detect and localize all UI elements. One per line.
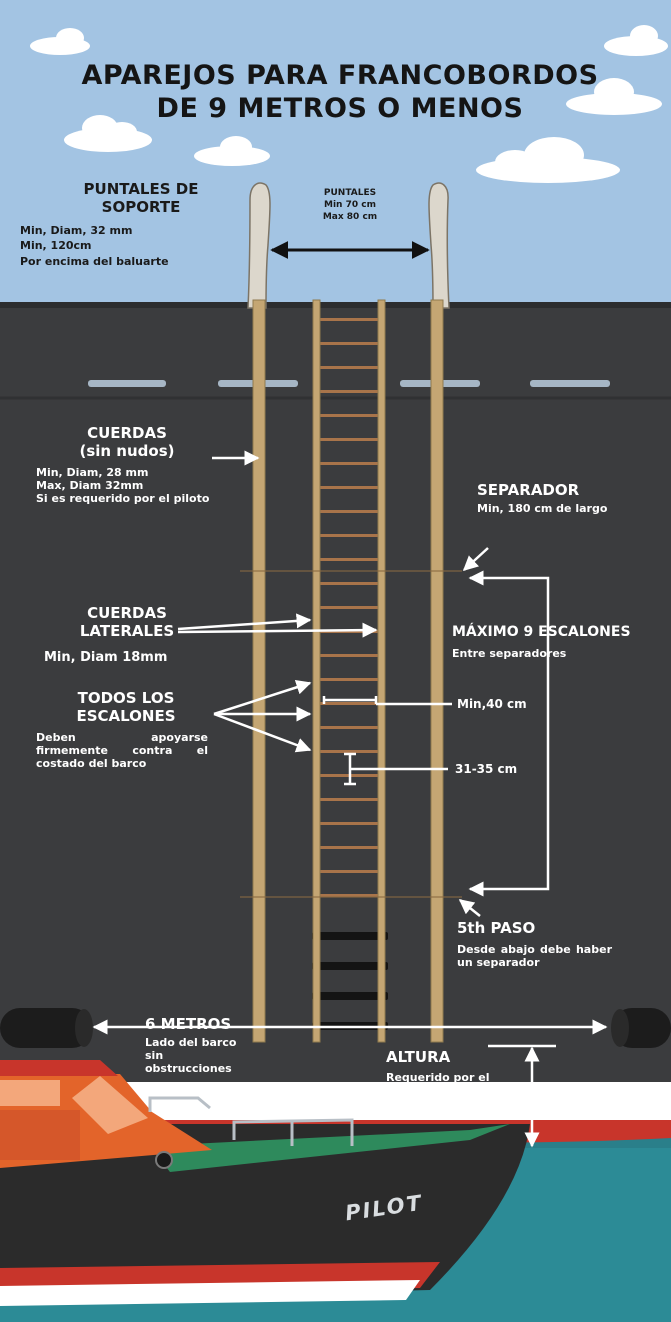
max-steps-heading: MÁXIMO 9 ESCALONES xyxy=(452,624,631,640)
ladder-rung xyxy=(315,846,383,849)
ladder-rung xyxy=(315,390,383,393)
ship-hull xyxy=(0,302,671,1082)
step-width-marker xyxy=(322,696,452,706)
cloud xyxy=(604,25,668,56)
rubber-rung xyxy=(312,962,388,970)
ladder-side-rope-left xyxy=(312,299,321,1043)
six-meters-line-2: sin xyxy=(145,1048,164,1062)
stanchion-spacing-heading: PUNTALES xyxy=(323,188,377,198)
ladder-rung xyxy=(315,438,383,441)
ladder-rung xyxy=(315,462,383,465)
support-stanchions-height: Min, 120cm xyxy=(20,239,92,253)
ladder-rung xyxy=(315,678,383,681)
cloud xyxy=(194,136,270,166)
ropes-min: Min, Diam, 28 mm xyxy=(36,466,149,479)
fender xyxy=(0,1008,93,1048)
cloud xyxy=(566,78,662,115)
max-steps-bracket xyxy=(468,570,550,897)
six-meters-text: Lado del barco sin obstrucciones xyxy=(145,1036,237,1076)
ladder-rung xyxy=(315,894,383,897)
ladder-rung xyxy=(315,582,383,585)
fifth-step-text: Desde abajo debe haber un separador xyxy=(457,943,612,969)
ropes-specs: Min, Diam, 28 mm Max, Diam 32mm Si es re… xyxy=(36,466,211,506)
fifth-step-arrow xyxy=(458,899,481,917)
six-meters-line-3: obstrucciones xyxy=(145,1061,232,1075)
cloud xyxy=(30,28,90,55)
support-stanchions-heading-2: SOPORTE xyxy=(101,197,181,216)
six-meters-line-1: Lado del barco xyxy=(145,1036,237,1049)
support-stanchion-right xyxy=(428,182,450,1043)
stanchion-spacing-label: PUNTALES Min 70 cm Max 80 cm xyxy=(290,188,410,224)
fender xyxy=(611,1008,671,1048)
ropes-heading-1: CUERDAS xyxy=(87,424,167,442)
rubber-rung xyxy=(312,932,388,940)
ladder-rung xyxy=(315,606,383,609)
side-rope-arrow xyxy=(177,622,378,638)
height-text: Requerido por el piloto xyxy=(386,1071,490,1098)
side-ropes-detail: Min, Diam 18mm xyxy=(44,650,168,665)
ladder-rung xyxy=(315,342,383,345)
all-steps-heading: TODOS LOS ESCALONES xyxy=(46,689,206,725)
step-width-label: Min,40 cm xyxy=(457,697,527,711)
ladder-rung xyxy=(315,654,383,657)
ladder-rung xyxy=(315,486,383,489)
support-stanchions-heading: PUNTALES DE SOPORTE xyxy=(56,180,226,216)
ladder-rung xyxy=(315,870,383,873)
ladder-rung xyxy=(315,414,383,417)
steps-arrow xyxy=(213,680,312,716)
ladder-rung xyxy=(315,822,383,825)
all-steps-heading-1: TODOS LOS xyxy=(77,689,175,707)
cloud xyxy=(476,137,620,183)
stanchion-spacing-min: Min 70 cm xyxy=(324,199,376,210)
support-stanchion-left xyxy=(247,182,271,1043)
support-stanchions-note: Por encima del baluarte xyxy=(20,254,169,268)
side-ropes-heading: CUERDAS LATERALES xyxy=(52,604,202,640)
all-steps-text: Deben apoyarse firmemente contra el cost… xyxy=(36,731,208,770)
height-line-2: piloto xyxy=(386,1083,422,1097)
step-spacing-label: 31-35 cm xyxy=(455,762,518,776)
ropes-heading: CUERDAS (sin nudos) xyxy=(52,424,202,460)
ropes-max: Max, Diam 32mm xyxy=(36,478,144,492)
six-meters-heading: 6 METROS xyxy=(145,1015,232,1033)
ladder-rung xyxy=(315,534,383,537)
height-heading: ALTURA xyxy=(386,1048,451,1066)
spreader-text: Min, 180 cm de largo xyxy=(477,502,608,515)
rubber-rung xyxy=(312,992,388,1000)
title-line-1: APAREJOS PARA FRANCOBORDOS xyxy=(81,60,599,91)
ladder-rung xyxy=(315,750,383,753)
side-ropes-heading-2: LATERALES xyxy=(79,621,175,640)
ladder-side-rope-right xyxy=(377,299,386,1043)
side-ropes-heading-1: CUERDAS xyxy=(87,604,167,622)
side-rope-arrow xyxy=(177,613,312,631)
ladder-rung xyxy=(315,558,383,561)
page-title: APAREJOS PARA FRANCOBORDOS DE 9 METROS O… xyxy=(60,60,620,126)
step-spacing-marker xyxy=(344,752,448,786)
stanchion-spacing-max: Max 80 cm xyxy=(322,211,378,222)
steps-arrow xyxy=(213,712,312,753)
height-line-1: Requerido por el xyxy=(386,1071,490,1084)
ladder-rung xyxy=(315,726,383,729)
all-steps-heading-2: ESCALONES xyxy=(76,706,176,725)
pilot-boat xyxy=(0,1060,530,1306)
support-stanchions-heading-1: PUNTALES DE xyxy=(83,180,199,198)
spreader-heading: SEPARADOR xyxy=(477,481,580,499)
support-stanchions-diam: Min, Diam, 32 mm xyxy=(20,224,133,237)
ladder-rung xyxy=(315,318,383,321)
cloud xyxy=(64,115,152,152)
ladder-rung xyxy=(315,510,383,513)
support-stanchions-specs: Min, Diam, 32 mm Min, 120cm Por encima d… xyxy=(20,223,230,269)
fifth-step-heading: 5th PASO xyxy=(457,919,536,937)
spreader-arrow xyxy=(462,547,489,572)
ladder-rung xyxy=(315,798,383,801)
ladder-rung xyxy=(315,702,383,705)
ladder-rung xyxy=(315,366,383,369)
title-line-2: DE 9 METROS O MENOS xyxy=(156,92,524,124)
ropes-heading-2: (sin nudos) xyxy=(79,441,175,460)
max-steps-detail: Entre separadores xyxy=(452,647,567,660)
ropes-note: Si es requerido por el piloto xyxy=(36,491,210,505)
